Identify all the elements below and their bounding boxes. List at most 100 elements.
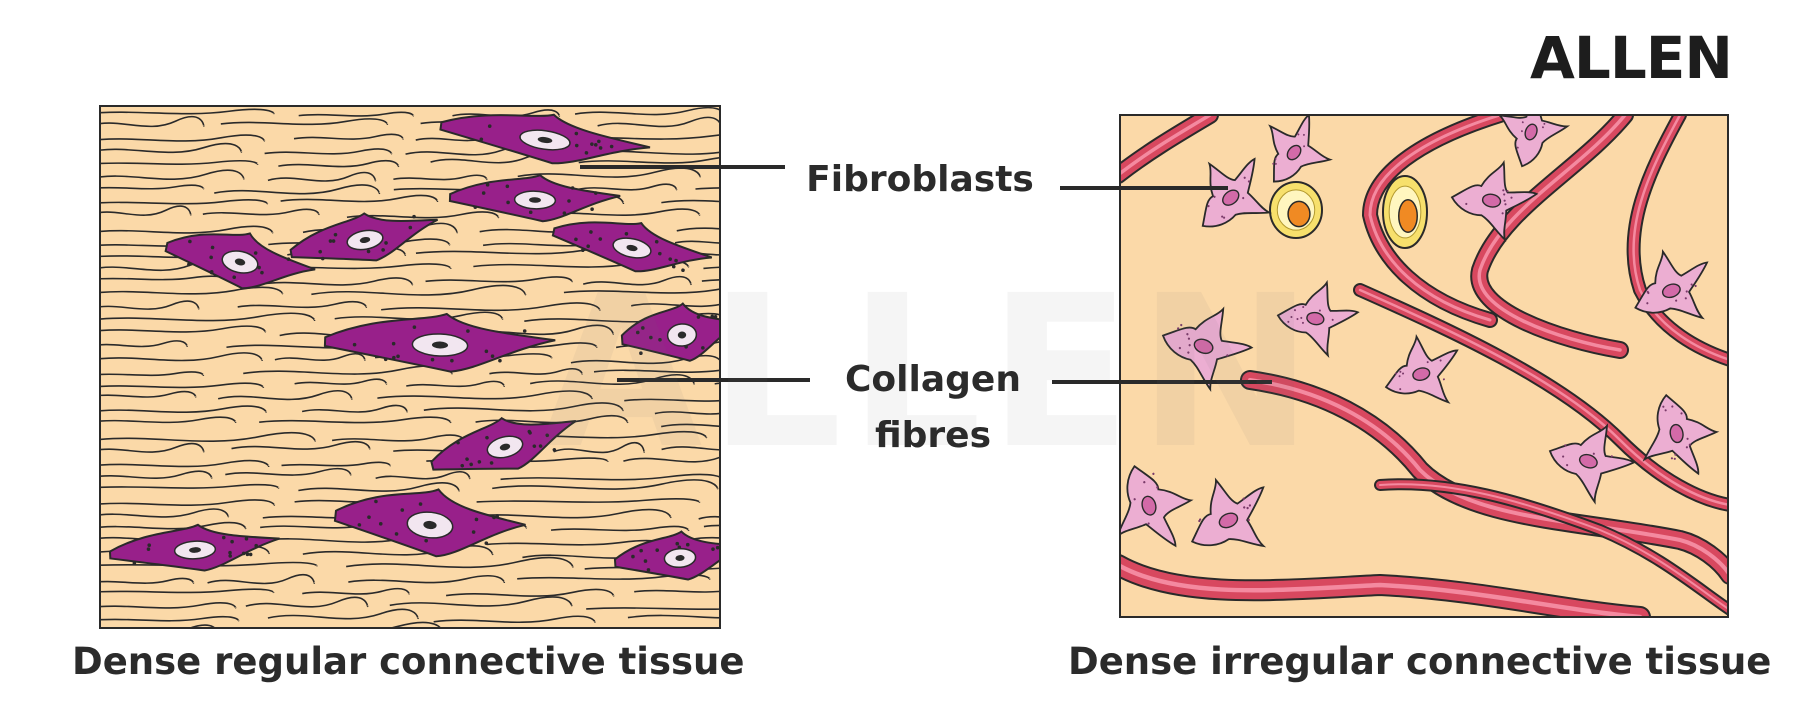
collagen-label-line2: fibres [874,415,992,456]
collagen-fibre [553,441,645,454]
fibroblast [323,312,556,373]
collagen-fibre [293,133,404,140]
collagen-fibre [311,284,527,296]
fibroblast [108,523,280,572]
collagen-fibre [267,171,377,182]
collagen-fibre [220,118,389,126]
collagen-fibre [100,205,192,216]
fibroblast [1497,115,1571,168]
fibroblast [1384,333,1459,404]
allen-logo: ALLEN [1530,24,1733,92]
collagen-fibre [346,556,574,569]
collagen-fibre [423,402,624,412]
collagen-fibre [100,416,237,424]
regular-fibroblasts [108,113,720,581]
collagen-fibre [100,312,316,322]
collagen-fibre [661,199,720,204]
collagen-fibre [100,577,195,584]
collagen-label: Collagen fibres [808,352,1058,464]
fibroblast [1642,393,1720,476]
fibroblast [1548,423,1636,505]
collagen-fibre [266,91,418,98]
fibroblast [1268,115,1333,183]
collagen-fibre [492,479,719,490]
collagen-fibre [377,390,593,400]
fibroblast [448,174,621,223]
collagen-label-line1: Collagen [845,359,1021,400]
collagen-fibre [100,442,205,453]
collagen-fibre [425,276,574,283]
collagen-fibre [593,369,720,373]
collagen-fibre [661,423,720,428]
dense-irregular-panel [1119,114,1729,618]
caption-dense-irregular: Dense irregular connective tissue [1068,640,1772,683]
collagen-fibre [100,286,284,295]
collagen-fibre [454,93,627,99]
fibroblast [1120,465,1194,548]
fibroblasts-label: Fibroblasts [806,159,1034,200]
collagen-fibre [550,525,690,532]
collagen-fibre [100,340,188,348]
fibroblast [430,416,577,471]
collagen-fibre [660,96,842,100]
collagen-fibre [500,473,720,481]
collagen-fibre [100,499,276,506]
fibroblast [1276,279,1360,358]
collagen-fibre [389,596,573,607]
collagen-fibre [452,109,561,117]
collagen-fibre [634,589,720,593]
collagen-fibre [100,115,205,128]
collagen-fibre [302,587,410,595]
fibroblast [333,488,526,558]
fat-cell [1382,175,1428,249]
irregular-collagen-bundles [1120,115,1728,617]
collagen-fibre [577,183,678,191]
collagen-fibre [100,159,259,165]
collagen-fibre [554,627,563,628]
collagen-fibre [267,608,419,620]
collagen-fibre [433,615,596,624]
fibroblast [164,232,316,290]
collagen-fibre [217,389,353,401]
collagen-fibre [348,574,506,584]
fibroblast [620,302,720,362]
collagen-fibre [100,459,270,468]
collagen-fibre [281,461,392,467]
fibroblast [1190,477,1267,548]
collagen-fibre [691,536,720,541]
fat-cells [1269,175,1428,249]
collagen-fibre [661,446,720,451]
collagen-fibre [586,607,720,611]
collagen-fibre [725,548,871,557]
collagen-fibre [718,503,720,506]
collagen-fibre [563,288,720,294]
collagen-fibre [237,300,368,309]
collagen-fibre [90,91,249,98]
collagen-fibre [100,483,280,489]
collagen-fibre [654,411,720,415]
collagen-fibre [489,367,583,375]
collagen-fibre [582,275,692,286]
collagen-fibre [202,208,320,216]
collagen-fibre [393,174,488,181]
collagen-fibre [100,588,275,594]
collagen-fibre [100,371,205,377]
collagen-fibre [406,380,506,388]
collagen-fibre [100,134,266,142]
collagen-fibre [100,561,318,567]
collagen-fibre [280,194,439,203]
collagen-fibre [100,405,267,413]
collagen-fibre [207,573,316,585]
collagen-fibre [578,156,720,164]
fat-cell [1269,181,1323,239]
leader-lines [580,165,1272,384]
collagen-fibre [214,184,381,195]
collagen-fibre [264,148,393,155]
collagen-fibre [381,302,601,312]
fibroblast [551,221,713,273]
collagen-fibre [100,431,317,443]
collagen-fibre [100,615,240,622]
collagen-fibre [294,378,388,385]
irregular-fibroblasts [1120,115,1720,548]
